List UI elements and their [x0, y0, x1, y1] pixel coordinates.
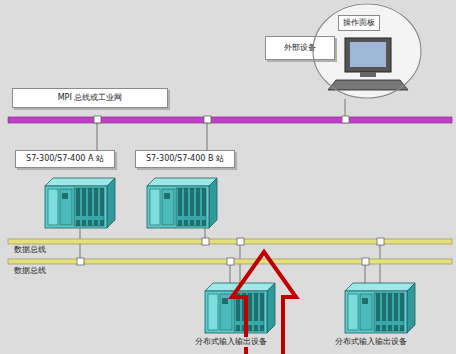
box-text: S7-300/S7-400 B 站: [146, 154, 224, 164]
operator-panel-circle: 操作面板: [312, 3, 422, 99]
label-box: S7-300/S7-400 B 站: [135, 150, 235, 168]
device-label: 分布式输入输出设备: [333, 337, 409, 347]
bus-label: 数据总线: [12, 266, 48, 276]
box-text: 外部设备: [284, 43, 316, 53]
device-label: 分布式输入输出设备: [193, 337, 269, 347]
label-box: MPI 总线或工业网: [12, 88, 168, 108]
label-box: S7-300/S7-400 A 站: [15, 150, 115, 168]
box-text: MPI 总线或工业网: [58, 93, 123, 103]
box-text: S7-300/S7-400 A 站: [26, 154, 104, 164]
label-box: 外部设备: [265, 36, 335, 60]
bus-label: 数据总线: [12, 245, 48, 255]
panel-label: 操作面板: [338, 15, 380, 31]
